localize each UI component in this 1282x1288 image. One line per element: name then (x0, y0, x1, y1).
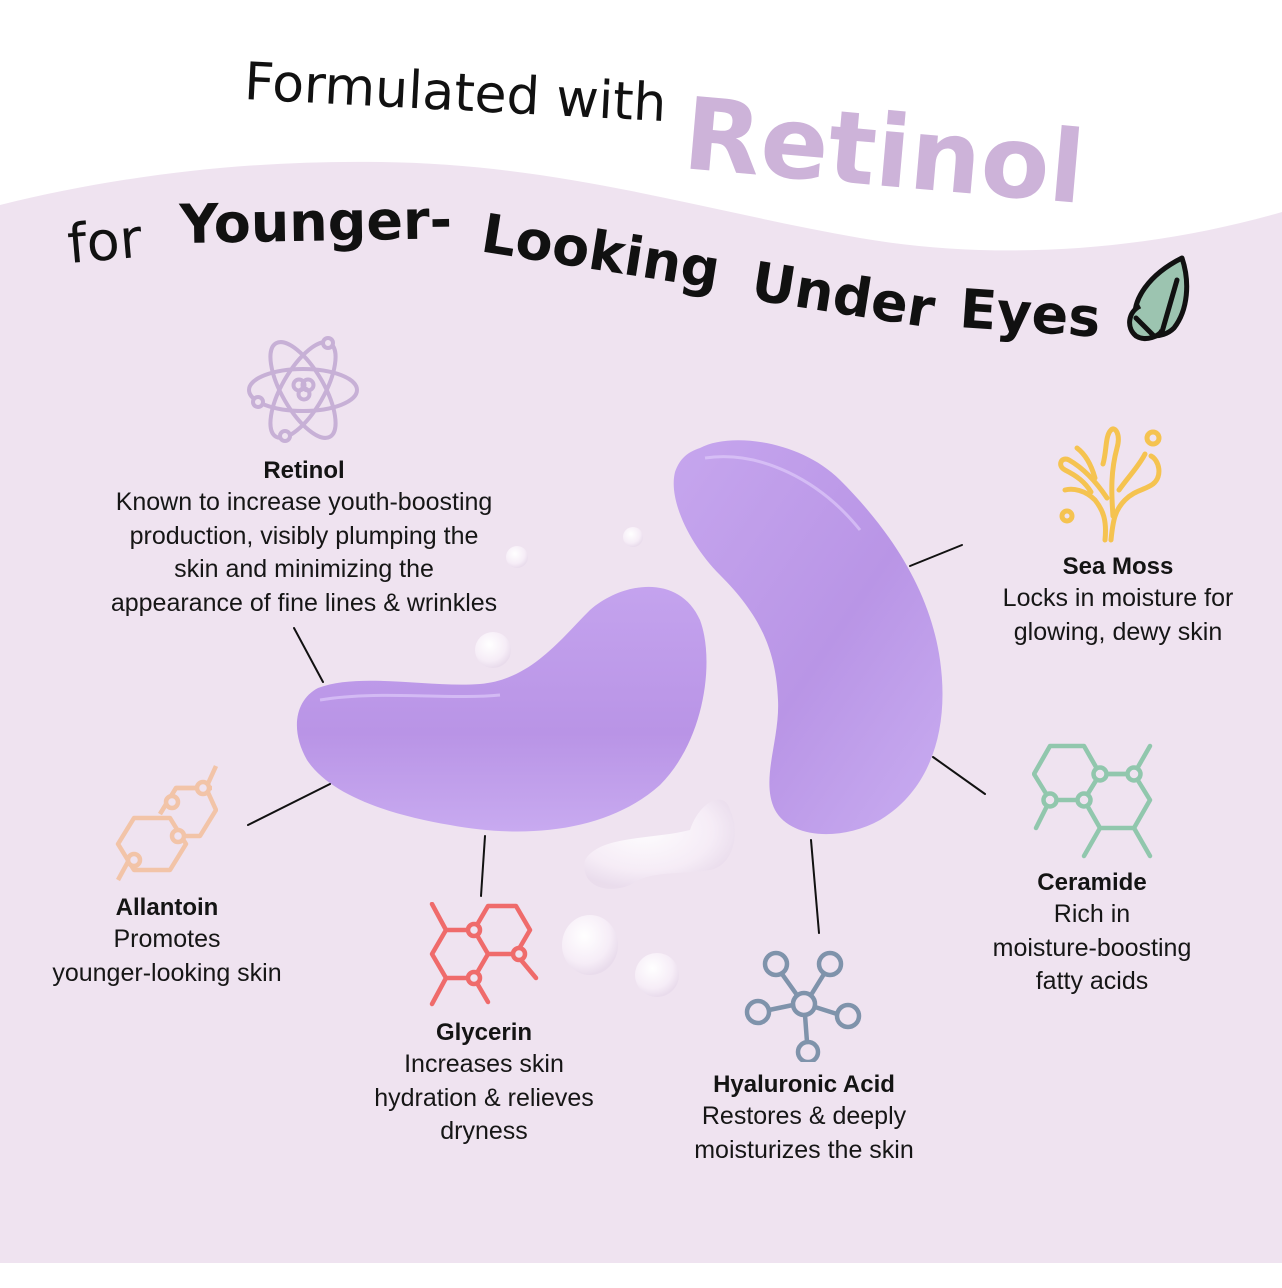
ingredient-name: Glycerin (435, 1019, 533, 1046)
ingredient-ceramide: Ceramide Rich in moisture-boosting fatty… (956, 868, 1228, 999)
ingredient-description-line: moisturizes the skin (694, 1135, 914, 1164)
molecule-hexagon-icon-ceramide (1032, 742, 1158, 862)
ingredient-hyaluronic-acid: Hyaluronic Acid Restores & deeply moistu… (666, 1070, 942, 1167)
ingredient-name: Ceramide (1037, 869, 1147, 896)
ingredient-description-line: Increases skin (404, 1050, 564, 1078)
ingredient-description-line: Locks in moisture for (1002, 584, 1234, 612)
ingredient-glycerin: Glycerin Increases skin hydration & reli… (346, 1018, 622, 1149)
ingredient-description-line: glowing, dewy skin (1013, 617, 1223, 646)
ingredient-name: Allantoin (115, 894, 219, 921)
ingredient-name: Retinol (263, 457, 345, 484)
left-eye-patch (296, 586, 707, 832)
ingredient-description-line: Promotes (113, 925, 221, 953)
leader-line-ceramide (932, 756, 986, 795)
ingredient-description-line: production, visibly plumping the (129, 521, 479, 550)
molecule-hexagon-icon-glycerin (428, 902, 540, 1010)
ingredient-description-line: appearance of fine lines & wrinkles (110, 588, 498, 617)
molecule-network-icon (742, 948, 864, 1062)
ingredient-sea-moss: Sea Moss Locks in moisture for glowing, … (970, 552, 1266, 649)
right-eye-patch (673, 440, 943, 835)
atom-icon (246, 336, 360, 444)
ingredient-description-line: younger-looking skin (52, 958, 282, 987)
ingredient-description-line: Rich in (1053, 900, 1131, 928)
ingredient-retinol: Retinol Known to increase youth-boosting… (92, 456, 516, 620)
leaf-icon (1122, 252, 1194, 342)
seaweed-icon (1055, 420, 1175, 544)
ingredient-description-line: Known to increase youth-boosting (115, 488, 493, 516)
leader-line-retinol (293, 627, 324, 683)
ingredient-description-line: moisture-boosting (992, 933, 1192, 962)
leader-line-glycerin (480, 835, 486, 897)
ingredient-name: Sea Moss (1062, 553, 1174, 580)
ingredient-description-line: dryness (440, 1117, 528, 1145)
ingredient-description-line: hydration & relieves (374, 1083, 594, 1112)
leader-line-sea-moss (909, 544, 963, 567)
leader-line-allantoin (247, 783, 331, 826)
ingredient-description-line: skin and minimizing the (174, 555, 434, 583)
ingredient-description-line: Restores & deeply (701, 1102, 907, 1130)
ingredient-name: Hyaluronic Acid (713, 1071, 895, 1098)
leader-line-hyaluronic (810, 839, 820, 934)
ingredient-allantoin: Allantoin Promotes younger-looking skin (26, 893, 308, 990)
molecule-hexagon-icon-allantoin (112, 762, 218, 884)
ingredient-description-line: fatty acids (1035, 967, 1149, 995)
